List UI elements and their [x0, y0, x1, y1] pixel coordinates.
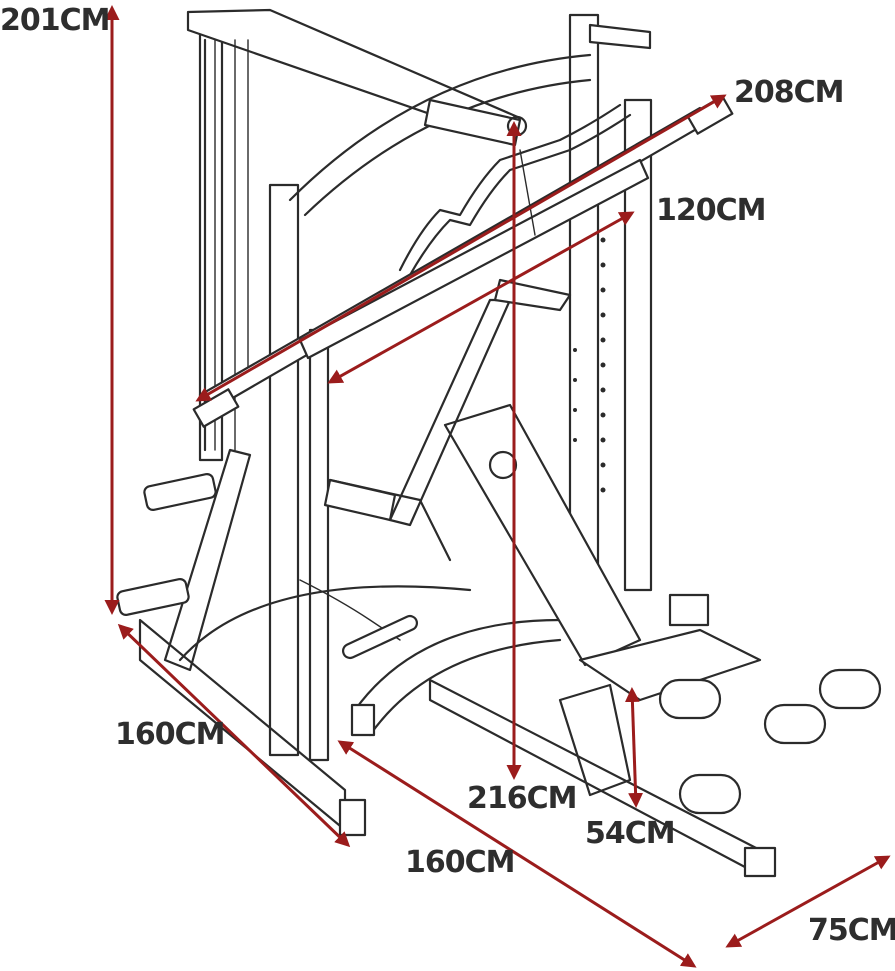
smith-machine-drawing	[116, 8, 882, 878]
label-208cm: 208CM	[734, 75, 844, 110]
dimension-lines	[104, 4, 891, 968]
label-216cm: 216CM	[467, 781, 577, 816]
dim-line-208	[195, 94, 727, 402]
dim-line-75	[725, 855, 891, 948]
dim-line-54	[624, 687, 644, 808]
dim-line-160-front	[337, 740, 697, 968]
label-201cm: 201CM	[0, 3, 110, 38]
peg-holes	[573, 237, 606, 493]
label-120cm: 120CM	[656, 193, 766, 228]
label-160cm-left: 160CM	[115, 717, 225, 752]
dimension-labels: 201CM 208CM 120CM 216CM 54CM 160CM 160CM…	[0, 3, 895, 948]
leg-rollers	[658, 668, 882, 815]
label-160cm-front: 160CM	[405, 845, 515, 880]
dim-line-160-left	[117, 623, 351, 848]
dim-line-120	[327, 211, 635, 384]
label-54cm: 54CM	[585, 816, 675, 851]
label-75cm: 75CM	[808, 913, 895, 948]
